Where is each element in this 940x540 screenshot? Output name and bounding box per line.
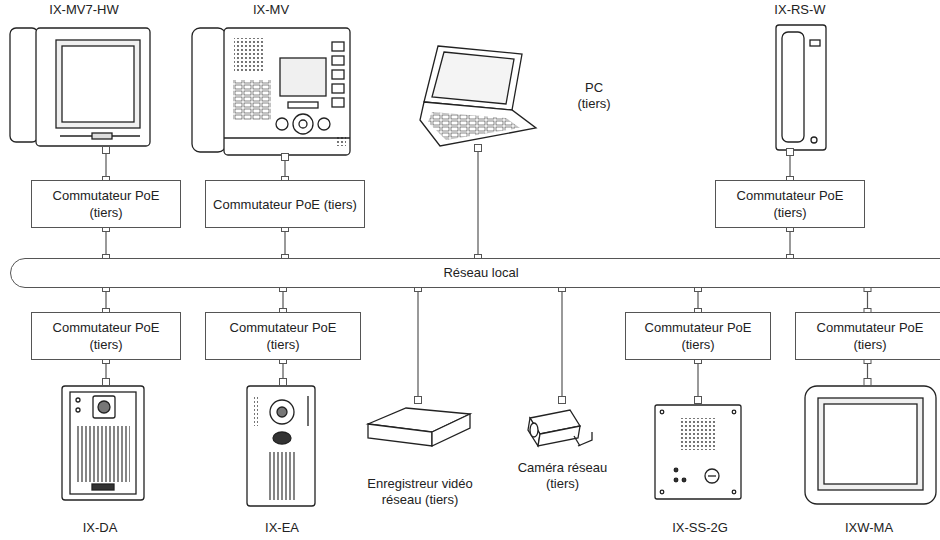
device: IX-DA	[50, 382, 150, 536]
switch-label: Commutateur PoE (tiers)	[632, 319, 764, 353]
device: IX-RS-W	[760, 2, 840, 152]
network-cable	[280, 285, 287, 316]
switch-label: Commutateur PoE (tiers)	[802, 319, 938, 353]
door-station	[247, 386, 315, 506]
device-label: IX-SS-2G	[672, 520, 728, 536]
switch-label: Commutateur PoE (tiers)	[212, 319, 354, 353]
device-label: IXW-MA	[845, 520, 893, 536]
switch-box: Commutateur PoE (tiers)	[31, 312, 181, 360]
recorder-box	[368, 408, 470, 446]
network-cable	[787, 149, 794, 184]
laptop	[420, 46, 536, 146]
network-cable	[864, 285, 871, 316]
device: PC (tiers)	[418, 44, 618, 148]
device: IX-MV	[188, 2, 354, 157]
switch-label: Commutateur PoE (tiers)	[38, 187, 174, 221]
network-cable	[103, 225, 110, 262]
network-cable	[415, 285, 422, 404]
device-label: IX-MV7-HW	[49, 2, 118, 18]
monitor-station	[10, 28, 150, 146]
network-cable	[282, 154, 289, 184]
network-band: Réseau local	[10, 258, 940, 288]
device-label: PC (tiers)	[570, 80, 618, 112]
device-label: Enregistreur vidéo réseau (tiers)	[350, 476, 490, 508]
network-cable	[103, 357, 110, 386]
switch-box: Commutateur PoE (tiers)	[625, 312, 771, 360]
network-cable	[695, 357, 702, 404]
network-cable	[559, 285, 566, 404]
device: IX-EA	[232, 382, 332, 536]
network-cable	[103, 147, 110, 184]
switch-box: Commutateur PoE (tiers)	[715, 180, 865, 228]
device: IXW-MA	[800, 382, 938, 536]
network-cable	[280, 357, 287, 386]
device-label: IX-DA	[83, 520, 118, 536]
network-cable	[103, 285, 110, 316]
switch-box: Commutateur PoE (tiers)	[795, 312, 940, 360]
switch-label: Commutateur PoE (tiers)	[722, 187, 858, 221]
network-cable	[282, 225, 289, 262]
handset-station	[776, 25, 826, 150]
network-camera	[528, 410, 592, 446]
switch-box: Commutateur PoE (tiers)	[205, 180, 365, 228]
network-cable	[787, 225, 794, 262]
switch-label: Commutateur PoE (tiers)	[38, 319, 174, 353]
master-station	[192, 28, 350, 155]
touch-panel	[805, 386, 936, 504]
device: Caméra réseau (tiers)	[505, 400, 620, 492]
network-cable	[695, 285, 702, 316]
door-station	[62, 386, 144, 500]
switch-box: Commutateur PoE (tiers)	[31, 180, 181, 228]
switch-label: Commutateur PoE (tiers)	[213, 196, 357, 213]
device: IX-SS-2G	[645, 400, 755, 536]
device-label: IX-RS-W	[774, 2, 825, 18]
device: IX-MV7-HW	[6, 2, 162, 150]
network-cable	[864, 357, 871, 386]
network-label: Réseau local	[11, 265, 940, 281]
switch-box: Commutateur PoE (tiers)	[205, 312, 361, 360]
sub-station	[655, 405, 741, 499]
device-label: Caméra réseau (tiers)	[508, 460, 618, 492]
device-label: IX-EA	[265, 520, 299, 536]
network-cable	[475, 145, 482, 262]
device-label: IX-MV	[253, 2, 289, 18]
device: Enregistreur vidéo réseau (tiers)	[345, 400, 495, 508]
